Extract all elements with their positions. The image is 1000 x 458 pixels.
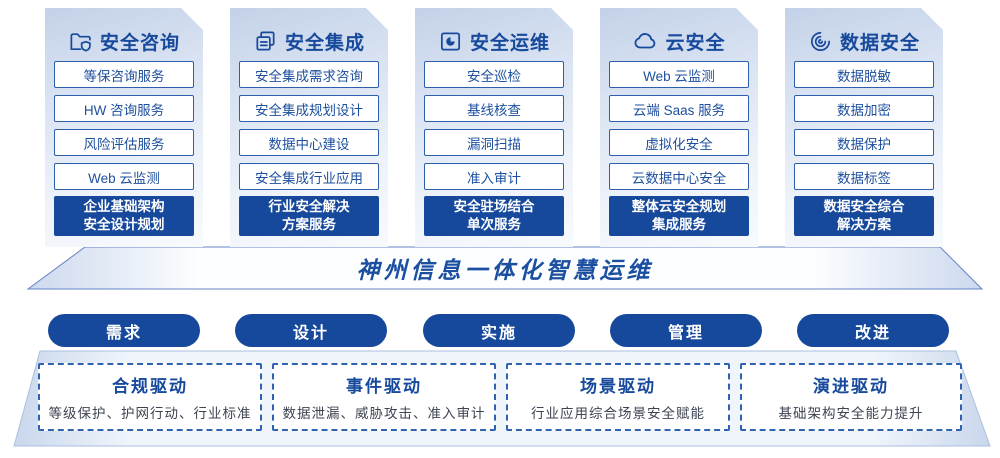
pill-management: 管理 xyxy=(610,314,762,347)
solution-line: 方案服务 xyxy=(282,217,336,232)
card-header: 数据安全 xyxy=(785,28,943,54)
driver-box-compliance: 合规驱动 等级保护、护网行动、行业标准 xyxy=(38,363,262,431)
card-header: 安全集成 xyxy=(230,28,388,54)
banner-title: 神州信息一体化智慧运维 xyxy=(356,257,654,283)
service-item: 安全集成行业应用 xyxy=(239,163,379,190)
service-card-data-security: 数据安全 数据脱敏 数据加密 数据保护 数据标签 数据安全综合 解决方案 xyxy=(785,8,943,247)
service-item: 等保咨询服务 xyxy=(54,61,194,88)
service-item: 安全巡检 xyxy=(424,61,564,88)
service-card-consulting: 安全咨询 等保咨询服务 HW 咨询服务 风险评估服务 Web 云监测 企业基础架… xyxy=(45,8,203,247)
card-title: 安全集成 xyxy=(284,32,365,54)
service-card-cloud: 云安全 Web 云监测 云端 Saas 服务 虚拟化安全 云数据中心安全 整体云… xyxy=(600,8,758,247)
card-title: 安全运维 xyxy=(469,32,550,54)
service-item: 安全集成需求咨询 xyxy=(239,61,379,88)
card-header: 安全咨询 xyxy=(45,28,203,54)
service-item: 虚拟化安全 xyxy=(609,129,749,156)
solution-box: 企业基础架构 安全设计规划 xyxy=(54,196,194,236)
copy-documents-icon xyxy=(253,29,278,54)
driver-title: 演进驱动 xyxy=(813,377,889,396)
driver-desc: 等级保护、护网行动、行业标准 xyxy=(48,406,252,421)
pill-implementation: 实施 xyxy=(423,314,575,347)
solution-line: 解决方案 xyxy=(837,217,891,232)
service-item: 漏洞扫描 xyxy=(424,129,564,156)
driver-desc: 数据泄漏、威胁攻击、准入审计 xyxy=(282,406,486,421)
service-item: 数据加密 xyxy=(794,95,934,122)
service-item: Web 云监测 xyxy=(609,61,749,88)
solution-line: 数据安全综合 xyxy=(823,198,905,214)
service-item: 基线核查 xyxy=(424,95,564,122)
solution-line: 单次服务 xyxy=(467,217,521,232)
solution-box: 整体云安全规划 集成服务 xyxy=(609,196,749,236)
solution-line: 行业安全解决 xyxy=(268,198,350,214)
service-item: 云数据中心安全 xyxy=(609,163,749,190)
driver-title: 合规驱动 xyxy=(112,377,188,396)
service-item: 风险评估服务 xyxy=(54,129,194,156)
card-title: 安全咨询 xyxy=(99,32,180,54)
solution-line: 企业基础架构 xyxy=(83,198,165,214)
solution-box: 行业安全解决 方案服务 xyxy=(239,196,379,236)
service-item: 数据保护 xyxy=(794,129,934,156)
driver-desc: 基础架构安全能力提升 xyxy=(778,406,924,421)
card-title: 云安全 xyxy=(665,32,726,54)
service-item: 数据中心建设 xyxy=(239,129,379,156)
pill-requirement: 需求 xyxy=(48,314,200,347)
driver-box-incident: 事件驱动 数据泄漏、威胁攻击、准入审计 xyxy=(272,363,496,431)
solution-line: 安全设计规划 xyxy=(83,217,165,232)
driver-box-evolution: 演进驱动 基础架构安全能力提升 xyxy=(740,363,962,431)
card-title: 数据安全 xyxy=(839,32,920,54)
fingerprint-icon xyxy=(808,29,833,54)
service-item: 云端 Saas 服务 xyxy=(609,95,749,122)
service-item: 数据脱敏 xyxy=(794,61,934,88)
cloud-icon xyxy=(632,28,658,54)
driver-title: 场景驱动 xyxy=(580,377,656,396)
folder-monitor-icon xyxy=(438,29,463,54)
solution-box: 数据安全综合 解决方案 xyxy=(794,196,934,236)
solution-line: 整体云安全规划 xyxy=(631,198,727,214)
solution-box: 安全驻场结合 单次服务 xyxy=(424,196,564,236)
solution-line: 安全驻场结合 xyxy=(453,198,535,214)
pill-design: 设计 xyxy=(235,314,387,347)
service-card-integration: 安全集成 安全集成需求咨询 安全集成规划设计 数据中心建设 安全集成行业应用 行… xyxy=(230,8,388,247)
driver-desc: 行业应用综合场景安全赋能 xyxy=(531,406,705,421)
service-item: Web 云监测 xyxy=(54,163,194,190)
card-header: 安全运维 xyxy=(415,28,573,54)
service-item: 准入审计 xyxy=(424,163,564,190)
service-item: HW 咨询服务 xyxy=(54,95,194,122)
driver-title: 事件驱动 xyxy=(346,377,422,396)
service-item: 安全集成规划设计 xyxy=(239,95,379,122)
service-item: 数据标签 xyxy=(794,163,934,190)
card-header: 云安全 xyxy=(600,28,758,54)
banner-trapezoid xyxy=(26,246,984,290)
driver-box-scenario: 场景驱动 行业应用综合场景安全赋能 xyxy=(506,363,730,431)
solution-line: 集成服务 xyxy=(652,217,706,232)
pill-improvement: 改进 xyxy=(797,314,949,347)
service-card-operations: 安全运维 安全巡检 基线核查 漏洞扫描 准入审计 安全驻场结合 单次服务 xyxy=(415,8,573,247)
folder-shield-icon xyxy=(68,29,93,54)
